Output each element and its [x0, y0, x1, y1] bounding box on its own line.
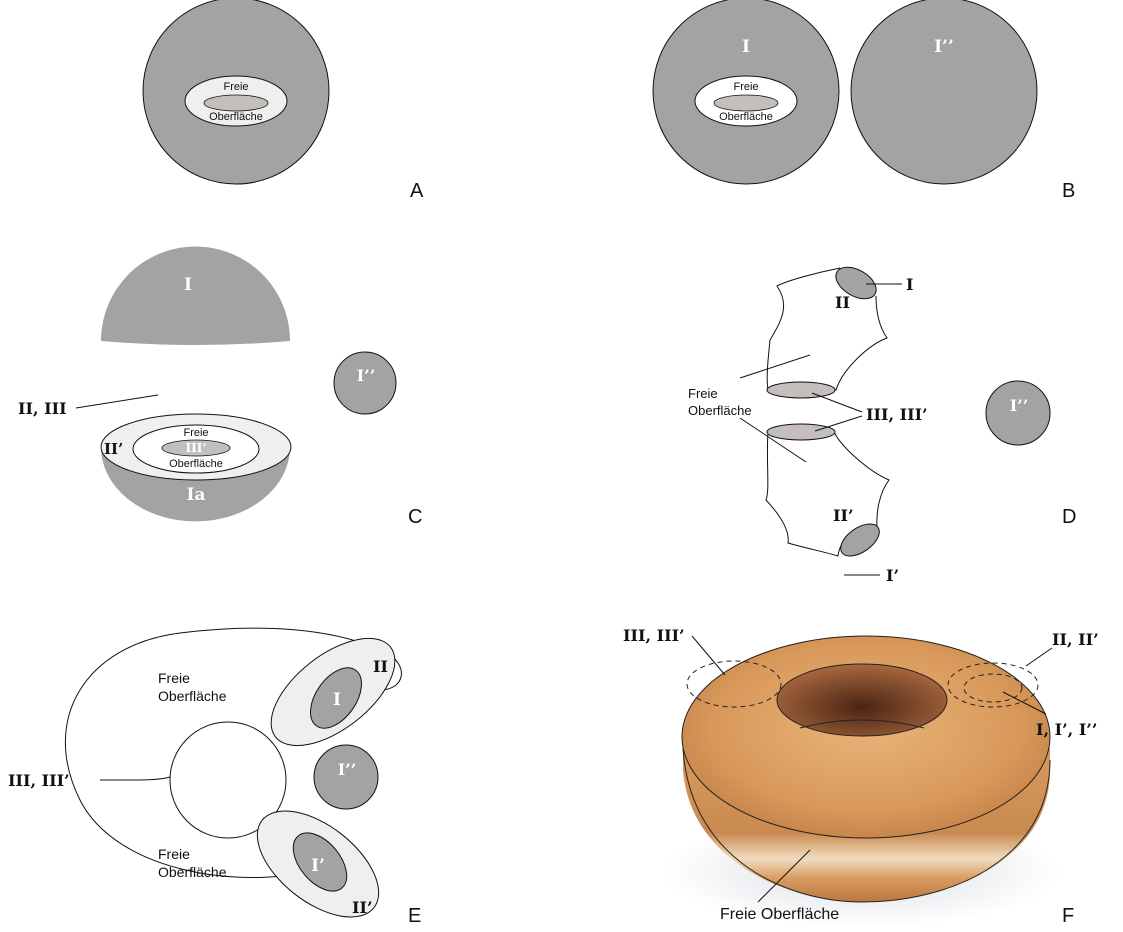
leader-III-lower: [815, 416, 862, 431]
panel-letter-f: F: [1062, 905, 1074, 927]
label-I: I: [906, 275, 913, 294]
panel-letter-c: C: [408, 506, 422, 528]
label-I-prime: I’: [311, 856, 325, 876]
panel-d: I II III, III’ Freie Oberfläche II’ I’ I…: [688, 261, 1076, 585]
leader-II-III: [76, 395, 158, 408]
label-II: II: [373, 657, 388, 676]
leader-II: [1026, 648, 1052, 666]
free-surface-label-top: Freie: [223, 81, 248, 93]
panel-b: Freie Oberfläche I I’’ B: [653, 0, 1075, 202]
free-surface-label-2-top: Freie: [158, 846, 190, 862]
free-surface-label-bottom: Oberfläche: [688, 403, 752, 418]
leader-III: [100, 777, 170, 780]
panel-letter-a: A: [410, 180, 424, 202]
label-I-prime: I’: [886, 566, 899, 585]
upper-hemisphere: [101, 246, 290, 345]
label-III-prime: III’: [185, 441, 206, 455]
free-surface-label-1-top: Freie: [158, 670, 190, 686]
leader-III: [692, 636, 725, 675]
panel-letter-e: E: [408, 905, 421, 927]
free-surface-label-bottom: Oberfläche: [209, 111, 263, 123]
free-surface-label-top: Freie: [183, 427, 208, 439]
label-I: I: [333, 690, 341, 710]
label-III-III-prime: III, III’: [8, 771, 70, 790]
label-I-double-prime: I’’: [934, 37, 954, 57]
label-I-double-prime: I’’: [357, 366, 376, 385]
panel-c: I II, III Freie III’ Oberfläche II’ Ia I…: [18, 246, 422, 528]
label-II-prime: II’: [104, 440, 123, 458]
cut-III-upper: [767, 382, 835, 398]
label-II-III: II, III: [18, 399, 67, 418]
label-III-III-prime: III, III’: [866, 405, 928, 424]
label-I-I-prime-I-double-prime: I, I’, I’’: [1036, 720, 1097, 739]
label-II: II: [835, 293, 850, 312]
panel-f: III, III’ II, II’ I, I’, I’’ Freie Oberf…: [623, 626, 1099, 927]
free-surface-label-bottom: Oberfläche: [169, 458, 223, 470]
label-II-prime: II’: [352, 898, 373, 917]
label-I: I: [184, 275, 192, 295]
free-surface-label-1-bottom: Oberfläche: [158, 688, 227, 704]
label-III-III-prime: III, III’: [623, 626, 685, 645]
free-surface-label-top: Freie: [688, 386, 718, 401]
donut-hole: [777, 664, 947, 736]
cut-III-lower: [767, 424, 835, 440]
free-surface-label-2-bottom: Oberfläche: [158, 864, 227, 880]
free-surface-inner: [204, 95, 268, 111]
label-Ia: Ia: [187, 485, 206, 505]
panel-letter-b: B: [1062, 180, 1075, 202]
panel-letter-d: D: [1062, 506, 1076, 528]
free-surface-label: Freie Oberfläche: [720, 906, 839, 923]
sphere-right: [851, 0, 1037, 184]
free-surface-label-bottom: Oberfläche: [719, 111, 773, 123]
panel-a: Freie Oberfläche A: [143, 0, 424, 202]
leader-III-upper: [812, 393, 862, 412]
label-I: I: [742, 37, 750, 57]
free-surface-inner: [714, 95, 778, 111]
label-II-II-prime: II, II’: [1052, 630, 1099, 649]
label-I-double-prime: I’’: [338, 760, 357, 779]
label-II-prime: II’: [833, 506, 854, 525]
panel-e: I II III, III’ I’ II’ Freie Oberfläche F…: [8, 618, 421, 932]
label-I-double-prime: I’’: [1010, 396, 1029, 415]
free-surface-label-top: Freie: [733, 81, 758, 93]
